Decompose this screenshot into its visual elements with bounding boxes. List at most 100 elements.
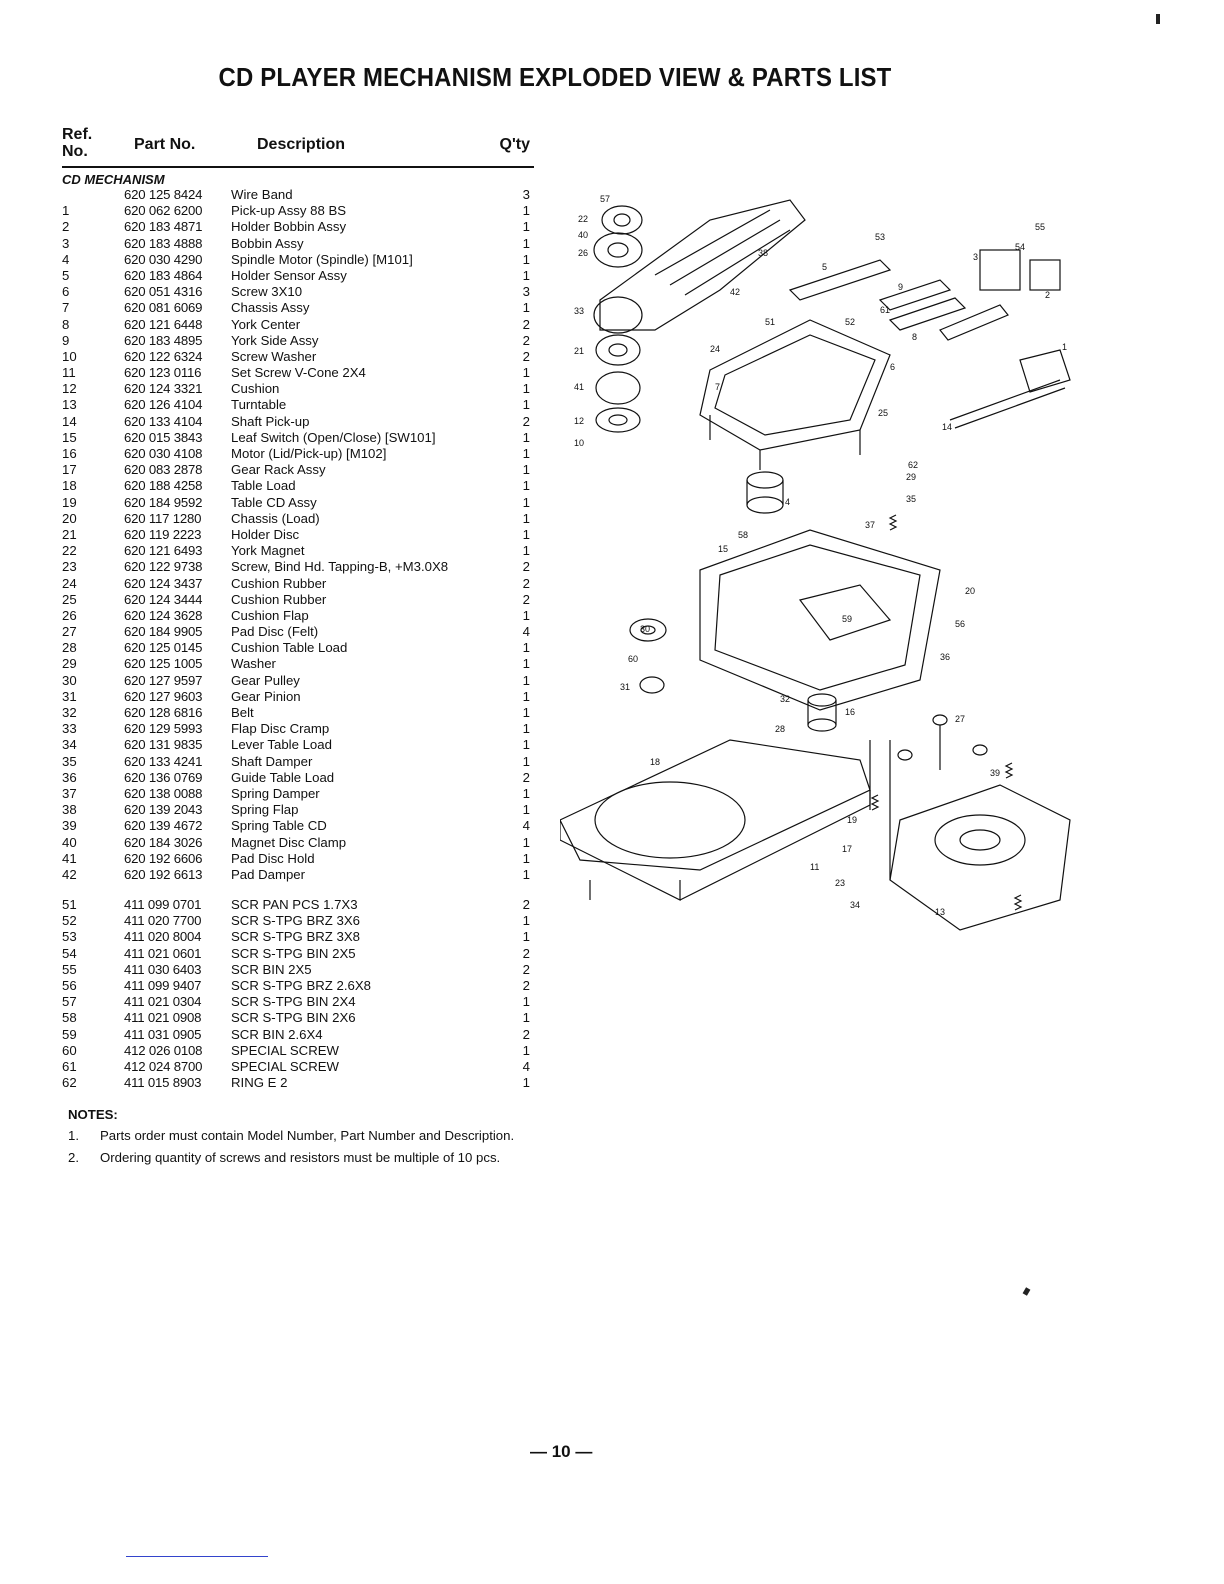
description-cell: Holder Disc bbox=[231, 526, 300, 542]
ref-cell: 3 bbox=[62, 235, 70, 251]
diagram-callout-17: 17 bbox=[842, 844, 852, 854]
description-cell: York Side Assy bbox=[231, 332, 319, 348]
diagram-callout-21: 21 bbox=[574, 346, 584, 356]
ref-cell: 20 bbox=[62, 510, 77, 526]
description-cell: Chassis (Load) bbox=[231, 510, 320, 526]
part-no-cell: 411 015 8903 bbox=[124, 1075, 202, 1091]
description-cell: SCR S-TPG BIN 2X6 bbox=[231, 1010, 356, 1026]
description-cell: Screw 3X10 bbox=[231, 284, 303, 300]
diagram-callout-13: 13 bbox=[935, 907, 945, 917]
diagram-callout-42: 42 bbox=[730, 287, 740, 297]
part-no-cell: 620 051 4316 bbox=[124, 284, 203, 300]
diagram-callout-54: 54 bbox=[1015, 242, 1025, 252]
qty-cell: 2 bbox=[522, 961, 530, 977]
ref-cell: 17 bbox=[62, 462, 77, 478]
ref-cell: 1 bbox=[62, 203, 70, 219]
diagram-callout-22: 22 bbox=[578, 214, 588, 224]
description-cell: SCR S-TPG BRZ 3X6 bbox=[231, 913, 360, 929]
qty-cell: 2 bbox=[522, 769, 530, 785]
diagram-callout-27: 27 bbox=[955, 714, 965, 724]
ref-cell: 41 bbox=[62, 850, 77, 866]
qty-cell: 4 bbox=[522, 818, 530, 834]
diagram-callout-20: 20 bbox=[965, 586, 975, 596]
description-cell: SPECIAL SCREW bbox=[231, 1042, 339, 1058]
ref-cell: 57 bbox=[62, 994, 77, 1010]
part-no-cell: 620 117 1280 bbox=[124, 510, 202, 526]
ref-cell: 25 bbox=[62, 591, 77, 607]
qty-cell: 1 bbox=[522, 785, 530, 801]
qty-cell: 1 bbox=[522, 656, 530, 672]
ref-cell: 53 bbox=[62, 929, 77, 945]
header-qty: Q'ty bbox=[499, 136, 530, 153]
description-cell: Pad Damper bbox=[231, 866, 306, 882]
diagram-callout-32: 32 bbox=[780, 694, 790, 704]
part-no-cell: 620 128 6816 bbox=[124, 705, 203, 720]
diagram-callout-55: 55 bbox=[1035, 222, 1045, 232]
description-cell: York Center bbox=[231, 316, 301, 332]
qty-cell: 2 bbox=[522, 316, 530, 332]
description-cell: Spring Damper bbox=[231, 785, 320, 801]
part-no-cell: 411 099 0701 bbox=[124, 897, 202, 913]
diagram-callout-30: 30 bbox=[640, 624, 650, 634]
description-cell: Magnet Disc Clamp bbox=[231, 834, 347, 850]
description-cell: SCR S-TPG BIN 2X4 bbox=[231, 994, 356, 1010]
part-no-cell: 620 124 3321 bbox=[124, 381, 203, 397]
description-cell: Bobbin Assy bbox=[231, 235, 304, 251]
qty-cell: 1 bbox=[522, 365, 530, 381]
part-no-cell: 620 138 0088 bbox=[124, 785, 203, 801]
qty-cell: 1 bbox=[522, 913, 530, 929]
part-no-cell: 412 024 8700 bbox=[124, 1058, 203, 1074]
part-no-cell: 411 020 7700 bbox=[124, 913, 202, 929]
footer-rule bbox=[126, 1556, 268, 1557]
diagram-callout-35: 35 bbox=[906, 494, 916, 504]
part-no-cell: 620 122 9738 bbox=[124, 559, 203, 575]
qty-cell: 1 bbox=[522, 219, 530, 235]
page-number: — 10 — bbox=[530, 1442, 593, 1461]
ref-cell: 56 bbox=[62, 978, 77, 993]
description-cell: Spring Flap bbox=[231, 802, 299, 818]
part-no-cell: 411 030 6403 bbox=[124, 961, 202, 977]
ref-cell: 54 bbox=[62, 945, 77, 961]
part-no-cell: 620 125 0145 bbox=[124, 640, 203, 656]
parts-table: Ref.No. Part No. Description Q'ty CD MEC… bbox=[62, 126, 534, 1091]
qty-cell: 1 bbox=[522, 688, 530, 704]
qty-cell: 3 bbox=[522, 187, 530, 202]
ref-cell: 9 bbox=[62, 332, 70, 348]
qty-cell: 2 bbox=[522, 413, 530, 429]
qty-cell: 2 bbox=[522, 559, 530, 575]
qty-cell: 1 bbox=[522, 300, 530, 316]
diagram-callout-36: 36 bbox=[940, 652, 950, 662]
diagram-callouts: 5722402633214112103842516124753552983545… bbox=[574, 194, 1067, 917]
diagram-callout-12: 12 bbox=[574, 416, 584, 426]
diagram-callout-5: 5 bbox=[822, 262, 827, 272]
part-no-cell: 620 121 6493 bbox=[124, 543, 203, 559]
scan-mark bbox=[1022, 1287, 1031, 1296]
diagram-callout-4: 4 bbox=[785, 497, 790, 507]
description-cell: Pad Disc Hold bbox=[231, 850, 315, 866]
ref-cell: 7 bbox=[62, 300, 70, 316]
qty-cell: 2 bbox=[522, 897, 530, 913]
description-cell: SCR PAN PCS 1.7X3 bbox=[231, 897, 358, 913]
ref-cell: 5 bbox=[62, 267, 70, 283]
part-no-cell: 411 031 0905 bbox=[124, 1026, 202, 1042]
part-no-cell: 620 127 9603 bbox=[124, 688, 203, 704]
diagram-callout-25: 25 bbox=[878, 408, 888, 418]
diagram-callout-26: 26 bbox=[578, 248, 588, 258]
description-cell: Pick-up Assy 88 BS bbox=[231, 203, 347, 219]
diagram-callout-19: 19 bbox=[847, 815, 857, 825]
ref-cell: 18 bbox=[62, 478, 77, 494]
